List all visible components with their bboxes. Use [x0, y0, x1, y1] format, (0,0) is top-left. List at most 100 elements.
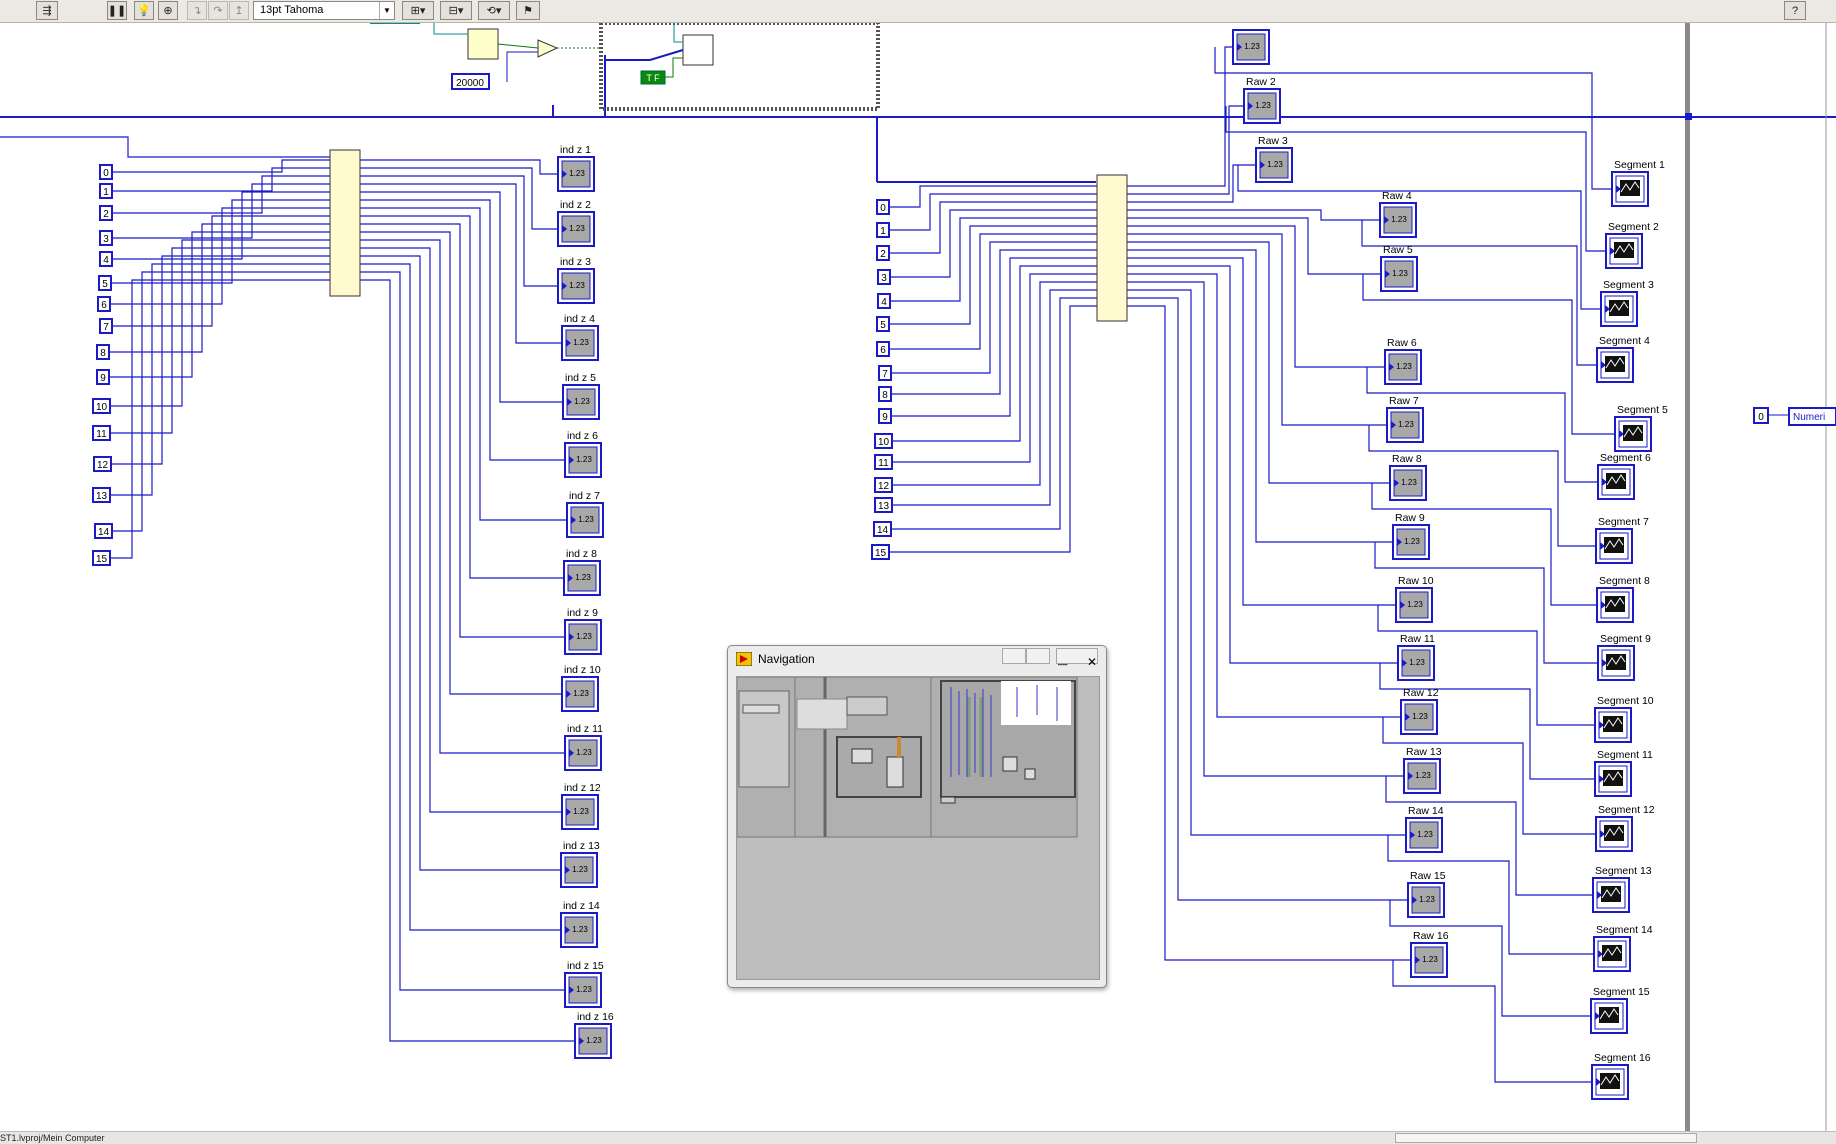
indicator-raw-1[interactable]: 1.23: [1232, 29, 1270, 65]
indicator-ind-z-9[interactable]: ind z 91.23: [564, 607, 602, 655]
graph-segment-12[interactable]: Segment 12: [1595, 804, 1655, 852]
font-selector[interactable]: 13pt Tahoma▼: [253, 1, 395, 20]
indicator-raw-3[interactable]: Raw 31.23: [1255, 135, 1293, 183]
graph-segment-5[interactable]: Segment 5: [1614, 404, 1668, 452]
indicator-ind-z-1[interactable]: ind z 11.23: [557, 144, 595, 192]
indicator-raw-11[interactable]: Raw 111.23: [1397, 633, 1435, 681]
indicator-ind-z-16[interactable]: ind z 161.23: [574, 1011, 614, 1059]
graph-segment-12-label: Segment 12: [1598, 804, 1655, 816]
svg-text:2: 2: [103, 209, 109, 220]
indicator-raw-9[interactable]: Raw 91.23: [1392, 512, 1430, 560]
indicator-raw-15[interactable]: Raw 151.23: [1407, 870, 1446, 918]
indicator-raw-6[interactable]: Raw 61.23: [1384, 337, 1422, 385]
close-button[interactable]: ✕: [1056, 648, 1098, 669]
boolean-constant: [640, 70, 666, 85]
indicator-ind-z-5[interactable]: ind z 51.23: [562, 372, 600, 420]
svg-text:8: 8: [882, 390, 888, 401]
indicator-ind-z-6[interactable]: ind z 61.23: [564, 430, 602, 478]
svg-text:1.23: 1.23: [1407, 600, 1423, 609]
indicator-ind-z-2[interactable]: ind z 21.23: [557, 199, 595, 247]
graph-segment-7[interactable]: Segment 7: [1595, 516, 1649, 564]
indicator-raw-12[interactable]: Raw 121.23: [1400, 687, 1439, 735]
svg-text:1.23: 1.23: [1392, 269, 1408, 278]
graph-segment-14[interactable]: Segment 14: [1593, 924, 1653, 972]
graph-segment-13[interactable]: Segment 13: [1592, 865, 1652, 913]
step-over-button[interactable]: ↷: [208, 1, 228, 20]
indicator-raw-10[interactable]: Raw 101.23: [1395, 575, 1434, 623]
distribute-objects-button[interactable]: ⊟▾: [440, 1, 472, 20]
indicator-ind-z-14[interactable]: ind z 141.23: [560, 900, 600, 948]
navigation-window[interactable]: Navigation — ▭ ✕: [727, 645, 1107, 988]
step-out-button[interactable]: ↥: [229, 1, 249, 20]
graph-segment-8[interactable]: Segment 8: [1596, 575, 1650, 623]
index-constant-left-6: 6: [97, 296, 111, 312]
step-into-button[interactable]: ↴: [187, 1, 207, 20]
graph-segment-11[interactable]: Segment 11: [1594, 749, 1653, 797]
indicator-raw-2[interactable]: Raw 21.23: [1243, 76, 1281, 124]
block-diagram[interactable]: 20000 T F 0 Numeri 012345678910111213141…: [0, 23, 1836, 1131]
graph-segment-4[interactable]: Segment 4: [1596, 335, 1650, 383]
align-objects-button[interactable]: ⊞▾: [402, 1, 434, 20]
svg-text:1.23: 1.23: [576, 985, 592, 994]
project-path: ST1.lvproj/Mein Computer: [0, 1133, 105, 1143]
graph-segment-15[interactable]: Segment 15: [1590, 986, 1650, 1034]
graph-segment-15-label: Segment 15: [1593, 986, 1650, 998]
wires: [0, 46, 1615, 1083]
svg-text:3: 3: [881, 273, 887, 284]
svg-text:15: 15: [875, 548, 887, 559]
index-constant-left-13: 13: [92, 487, 111, 503]
graph-segment-9-label: Segment 9: [1600, 633, 1651, 645]
pause-button[interactable]: ❚❚: [107, 1, 127, 20]
svg-text:1.23: 1.23: [1419, 895, 1435, 904]
highlight-execution-button[interactable]: 💡: [134, 1, 154, 20]
minimize-button[interactable]: —: [1002, 648, 1045, 669]
graph-segment-9[interactable]: Segment 9: [1597, 633, 1651, 681]
svg-text:7: 7: [103, 322, 109, 333]
index-constant-left-3: 3: [99, 230, 113, 246]
indicator-ind-z-13[interactable]: ind z 131.23: [560, 840, 600, 888]
indicator-raw-14[interactable]: Raw 141.23: [1405, 805, 1444, 853]
indicator-ind-z-11-label: ind z 11: [567, 723, 603, 735]
indicator-ind-z-8[interactable]: ind z 81.23: [563, 548, 601, 596]
chevron-down-icon: ▼: [379, 2, 394, 19]
indicator-ind-z-4[interactable]: ind z 41.23: [561, 313, 599, 361]
indicator-ind-z-15[interactable]: ind z 151.23: [564, 960, 604, 1008]
retain-wire-values-button[interactable]: ⊕: [158, 1, 178, 20]
index-constant-right-7: 7: [878, 365, 892, 381]
indicator-ind-z-7[interactable]: ind z 71.23: [566, 490, 604, 538]
cleanup-diagram-button[interactable]: ⚑: [516, 1, 540, 20]
index-constant-left-2: 2: [99, 205, 113, 221]
reorder-button[interactable]: ⟲▾: [478, 1, 510, 20]
graph-segment-2[interactable]: Segment 2: [1605, 221, 1659, 269]
svg-text:13: 13: [878, 501, 890, 512]
indicator-ind-z-5-label: ind z 5: [565, 372, 596, 384]
svg-text:1.23: 1.23: [576, 632, 592, 641]
svg-text:1.23: 1.23: [573, 689, 589, 698]
svg-text:11: 11: [878, 458, 889, 469]
indicator-raw-6-label: Raw 6: [1387, 337, 1417, 349]
indicator-ind-z-12[interactable]: ind z 121.23: [561, 782, 601, 830]
indicator-raw-7[interactable]: Raw 71.23: [1386, 395, 1424, 443]
indicator-raw-4[interactable]: Raw 41.23: [1379, 190, 1417, 238]
graph-segment-6[interactable]: Segment 6: [1597, 452, 1651, 500]
graph-segment-7-label: Segment 7: [1598, 516, 1649, 528]
navigation-preview[interactable]: [736, 676, 1100, 980]
indicator-raw-16[interactable]: Raw 161.23: [1410, 930, 1449, 978]
graph-segment-16[interactable]: Segment 16: [1591, 1052, 1651, 1100]
maximize-button[interactable]: ▭: [1026, 648, 1068, 669]
indicator-raw-5[interactable]: Raw 51.23: [1380, 244, 1418, 292]
indicator-ind-z-11[interactable]: ind z 111.23: [564, 723, 603, 771]
graph-segment-3[interactable]: Segment 3: [1600, 279, 1654, 327]
graph-segment-1[interactable]: Segment 1: [1611, 159, 1665, 207]
indicator-raw-16-label: Raw 16: [1413, 930, 1449, 942]
horizontal-scrollbar[interactable]: [1395, 1133, 1697, 1143]
graph-segment-10[interactable]: Segment 10: [1594, 695, 1654, 743]
svg-text:10: 10: [878, 437, 890, 448]
indicator-raw-13[interactable]: Raw 131.23: [1403, 746, 1442, 794]
indicator-ind-z-10[interactable]: ind z 101.23: [561, 664, 601, 712]
run-continuously-button[interactable]: ⇶: [36, 1, 58, 20]
navigation-titlebar[interactable]: Navigation — ▭ ✕: [728, 646, 1106, 672]
indicator-ind-z-3[interactable]: ind z 31.23: [557, 256, 595, 304]
context-help-button[interactable]: ?: [1784, 1, 1806, 20]
indicator-raw-8[interactable]: Raw 81.23: [1389, 453, 1427, 501]
